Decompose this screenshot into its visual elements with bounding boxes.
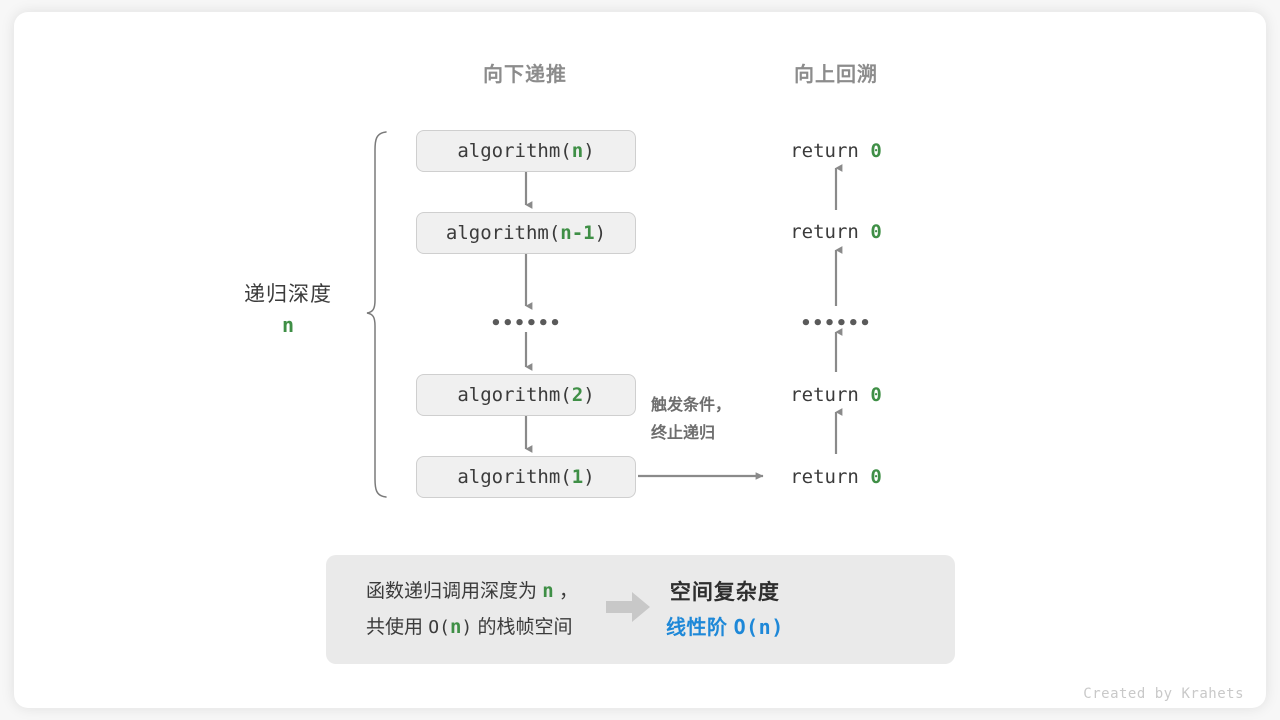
ascend-ellipsis: ••••••	[800, 313, 872, 334]
return-value: 0	[870, 466, 882, 488]
summary-order-label: 线性阶	[666, 616, 734, 639]
return-keyword: return	[790, 466, 871, 488]
stack-frame-box[interactable]: algorithm(n)	[416, 130, 636, 172]
summary-conclusion-value: 线性阶 O(n)	[666, 611, 784, 644]
credit-text: Created by Krahets	[1083, 686, 1244, 702]
base-case-note: 触发条件， 终止递归	[651, 392, 731, 448]
return-value: 0	[870, 221, 882, 243]
return-label: return 0	[790, 221, 882, 243]
return-keyword: return	[790, 221, 871, 243]
frame-text-prefix: algorithm(	[445, 222, 561, 244]
frame-text-suffix: )	[583, 466, 595, 488]
summary-description: 函数递归调用深度为 n ， 共使用 O(n) 的栈帧空间	[326, 574, 578, 644]
frame-text-prefix: algorithm(	[457, 466, 572, 488]
frame-text-arg: 2	[571, 384, 584, 406]
summary-line2-bigo-open: O(	[428, 616, 450, 638]
frame-text-suffix: )	[583, 384, 595, 406]
summary-line1-text-a: 函数递归调用深度为	[366, 581, 543, 603]
summary-conclusion-title: 空间复杂度	[669, 581, 780, 605]
frame-text-prefix: algorithm(	[457, 384, 572, 406]
summary-line-2: 共使用 O(n) 的栈帧空间	[366, 610, 578, 645]
summary-line1-text-b: ，	[553, 581, 579, 603]
summary-conclusion: 空间复杂度 线性阶 O(n)	[666, 575, 810, 644]
frame-text-arg: 1	[571, 466, 584, 488]
return-label: return 0	[790, 384, 882, 406]
stack-frame-box[interactable]: algorithm(n-1)	[416, 212, 636, 254]
return-value: 0	[870, 384, 882, 406]
return-value: 0	[870, 140, 882, 162]
recursion-depth-title: 递归深度	[244, 283, 332, 306]
stack-frame-box[interactable]: algorithm(2)	[416, 374, 636, 416]
right-arrow-icon	[604, 589, 652, 630]
base-case-note-line1: 触发条件，	[651, 397, 732, 414]
frame-text-arg: n	[571, 140, 584, 162]
return-keyword: return	[790, 384, 871, 406]
base-case-note-line2: 终止递归	[651, 425, 716, 442]
frame-text-arg: n-1	[560, 222, 595, 244]
summary-line2-text-a: 共使用	[366, 616, 429, 638]
frame-text-prefix: algorithm(	[457, 140, 572, 162]
summary-order-expr: O(n)	[733, 614, 784, 639]
frame-text-suffix: )	[583, 140, 595, 162]
column-header-ascend: 向上回溯	[794, 64, 878, 86]
recursion-depth-value: n	[281, 313, 295, 338]
summary-line2-var: n	[449, 615, 462, 638]
summary-line2-text-b: 的栈帧空间	[472, 616, 573, 638]
summary-line2-bigo-close: )	[461, 616, 473, 638]
column-header-descend: 向下递推	[483, 64, 567, 86]
frame-text-suffix: )	[594, 222, 607, 244]
summary-line-1: 函数递归调用深度为 n ，	[366, 574, 578, 609]
summary-line1-var: n	[542, 580, 554, 603]
descend-ellipsis: ••••••	[490, 313, 562, 334]
return-label: return 0	[790, 140, 882, 162]
return-label: return 0	[790, 466, 882, 488]
recursion-depth-label: 递归深度 n	[244, 281, 332, 341]
stack-frame-box[interactable]: algorithm(1)	[416, 456, 636, 498]
complexity-summary-panel: 函数递归调用深度为 n ， 共使用 O(n) 的栈帧空间 空间复杂度 线性阶 O…	[326, 555, 955, 664]
return-keyword: return	[790, 140, 871, 162]
